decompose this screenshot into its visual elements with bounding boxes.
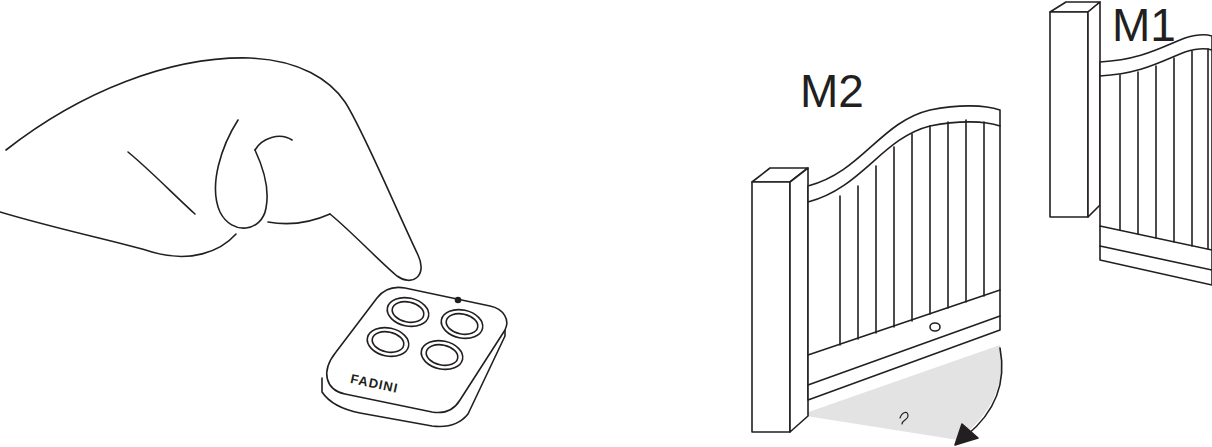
gate-m2 — [752, 106, 1002, 445]
hand — [0, 58, 421, 280]
motor-label: M2 — [800, 68, 864, 114]
motor-label: M1 — [1112, 2, 1176, 48]
remote-control — [322, 287, 507, 426]
gate-m1 — [1050, 2, 1212, 285]
